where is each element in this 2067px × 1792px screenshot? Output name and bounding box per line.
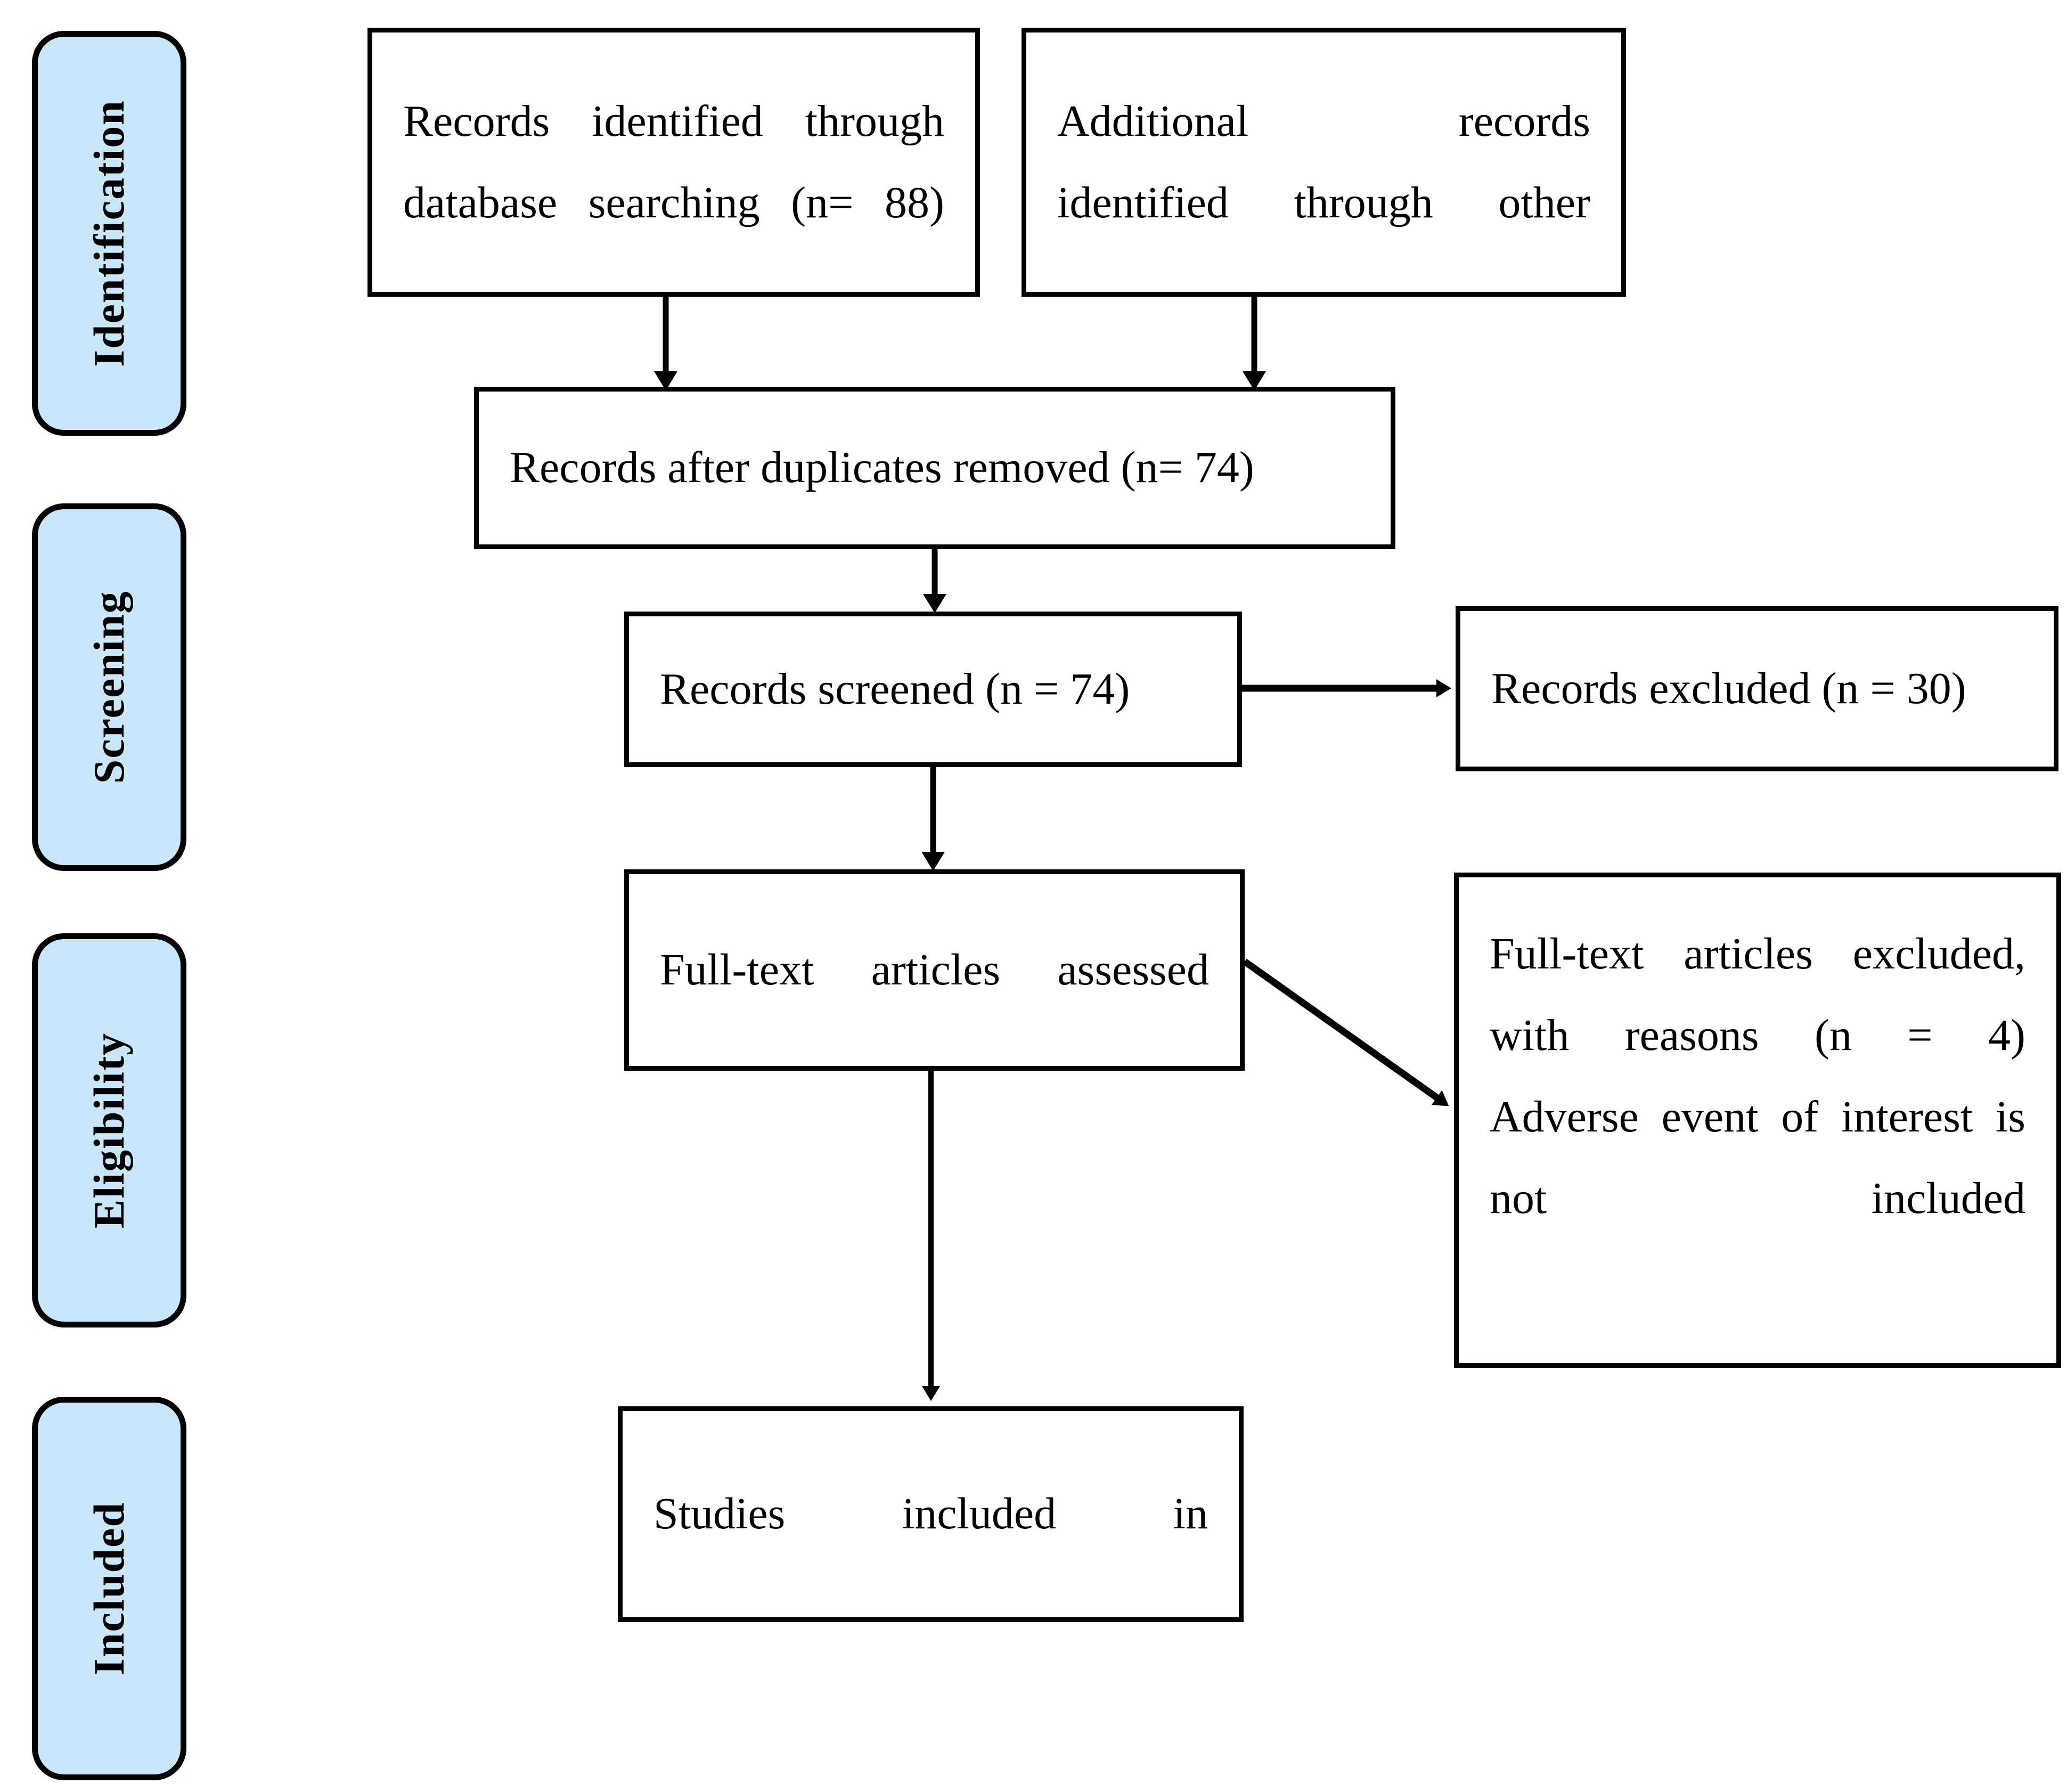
stage-identification: Identification (32, 31, 186, 436)
stage-screening-label: Screening (85, 590, 133, 784)
stage-included: Included (32, 1397, 186, 1780)
node-fulltext-excluded: Full-text articles excluded, with reason… (1454, 873, 2061, 1368)
node-additional-records-text: Additional records identified through ot… (1057, 96, 1590, 227)
edge-fulltext-to-excluded (1243, 958, 1449, 1106)
stage-eligibility-label: Eligibility (85, 1032, 133, 1229)
node-records-screened: Records screened (n = 74) (624, 612, 1242, 767)
stage-eligibility: Eligibility (32, 933, 186, 1327)
stage-screening: Screening (32, 503, 186, 871)
node-records-excluded-text: Records excluded (n = 30) (1491, 663, 1966, 713)
node-fulltext-assessed: Full-text articles assessed (624, 869, 1245, 1071)
node-records-identified-text: Records identified through database sear… (403, 96, 944, 227)
node-after-duplicates: Records after duplicates removed (n= 74) (474, 387, 1395, 549)
node-after-duplicates-text: Records after duplicates removed (n= 74) (510, 443, 1254, 493)
node-fulltext-excluded-text: Full-text articles excluded, with reason… (1490, 929, 2025, 1223)
node-records-identified: Records identified through database sear… (367, 28, 980, 297)
node-fulltext-assessed-text: Full-text articles assessed (660, 944, 1209, 995)
node-studies-included: Studies included in (618, 1406, 1244, 1622)
node-records-excluded: Records excluded (n = 30) (1456, 606, 2058, 771)
node-additional-records: Additional records identified through ot… (1022, 28, 1626, 297)
stage-included-label: Included (85, 1502, 133, 1675)
stage-identification-label: Identification (85, 100, 133, 367)
node-studies-included-text: Studies included in (653, 1489, 1208, 1539)
node-records-screened-text: Records screened (n = 74) (660, 664, 1130, 714)
